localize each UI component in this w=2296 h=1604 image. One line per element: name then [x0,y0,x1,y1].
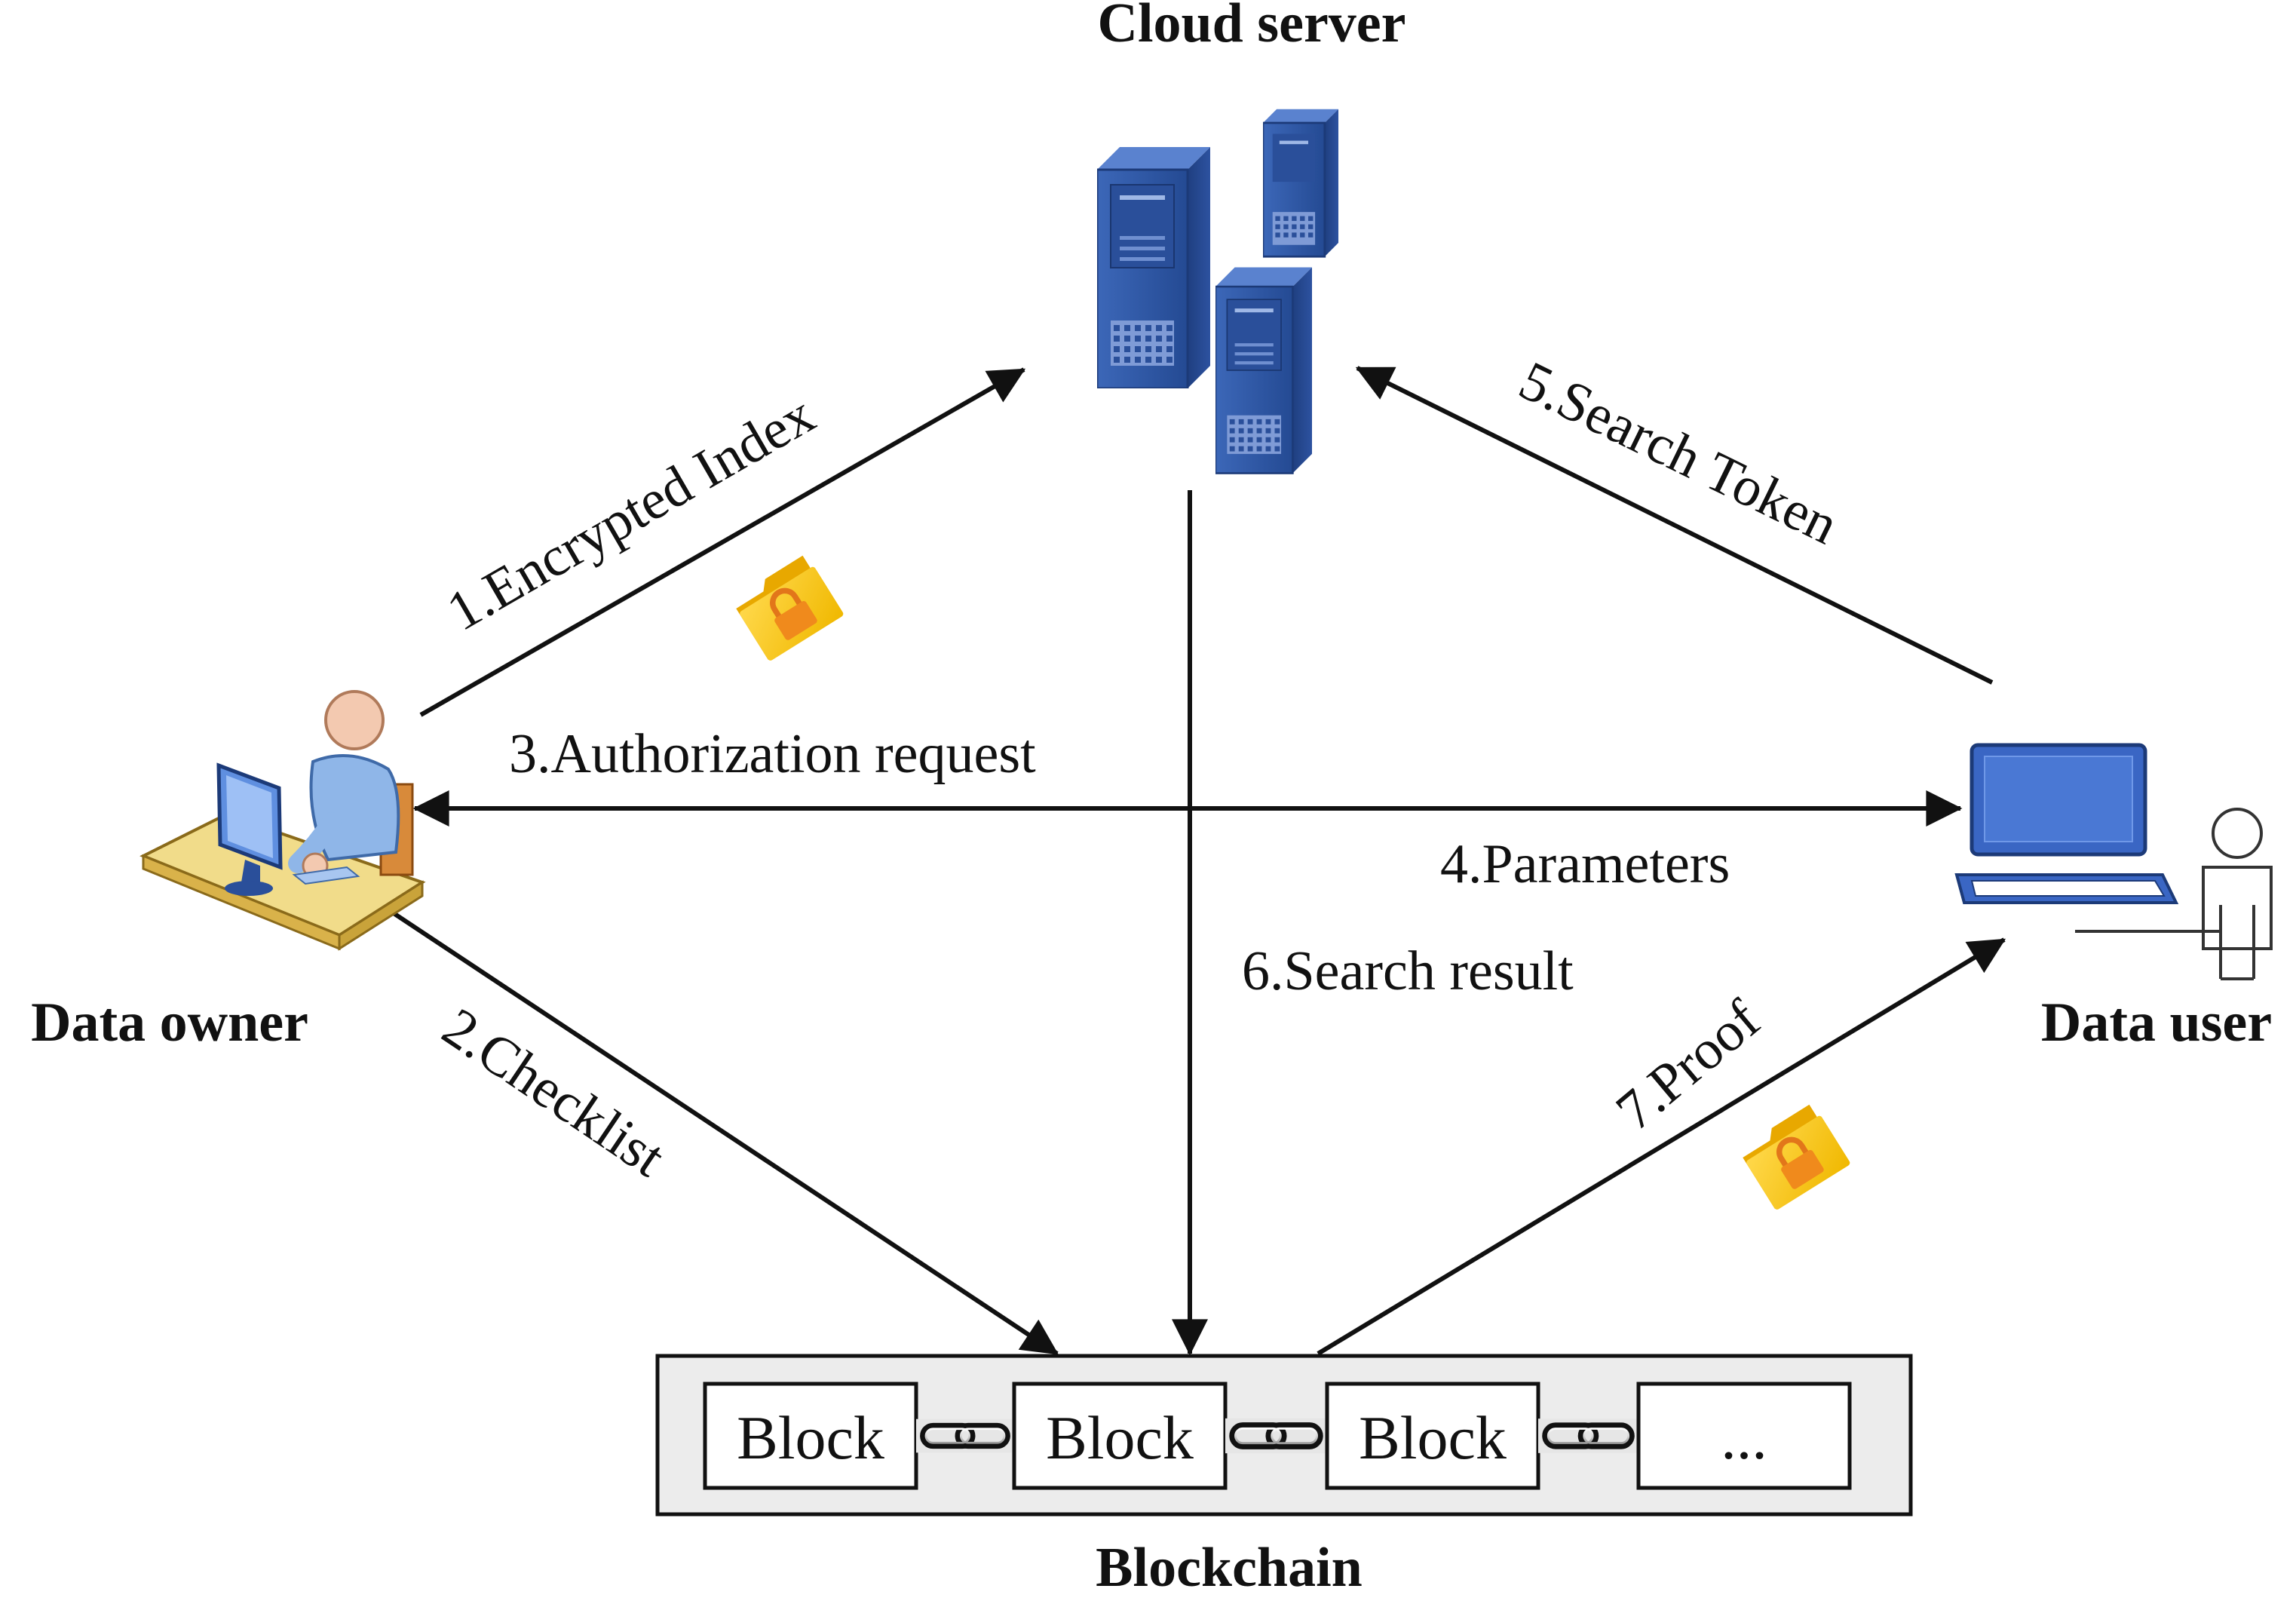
edge-label-parameters: 4.Parameters [1440,833,1730,895]
block-label: Block [737,1403,884,1472]
data-user-label: Data user [2041,992,2272,1053]
chain-link-icon [1225,1418,1327,1453]
locked-folder-icon [731,554,845,662]
chain-link-icon [1538,1418,1638,1453]
block-ellipsis: ... [1636,1382,1852,1490]
block-2: Block [1012,1382,1228,1490]
person-at-computer-icon [139,690,426,951]
arrow-proof [1317,937,2006,1356]
block-1: Block [703,1382,918,1490]
laptop-user-icon [1954,743,2273,980]
block-label: Block [1046,1403,1194,1472]
server-icon [1097,108,1338,474]
arrow-checklist [388,908,1059,1356]
block-label: Block [1359,1403,1507,1472]
chain-link-icon [916,1419,1014,1453]
edge-label-search-result: 6.Search result [1242,940,1574,1002]
data-owner-label: Data owner [31,992,308,1053]
block-label: ... [1721,1403,1767,1472]
block-3: Block [1325,1382,1540,1490]
arrow-search-token [1355,366,1994,685]
edge-label-proof: 7.Proof [1605,989,1771,1142]
edge-label-authorization-request: 3.Authorization request [509,723,1036,785]
cloud-server-label: Cloud server [1098,0,1406,54]
locked-folder-icon [1738,1103,1851,1211]
blockchain-label: Blockchain [1096,1537,1363,1599]
edge-label-checklist: 2.Checklist [431,996,676,1189]
arrow-encrypted-index [419,367,1026,717]
